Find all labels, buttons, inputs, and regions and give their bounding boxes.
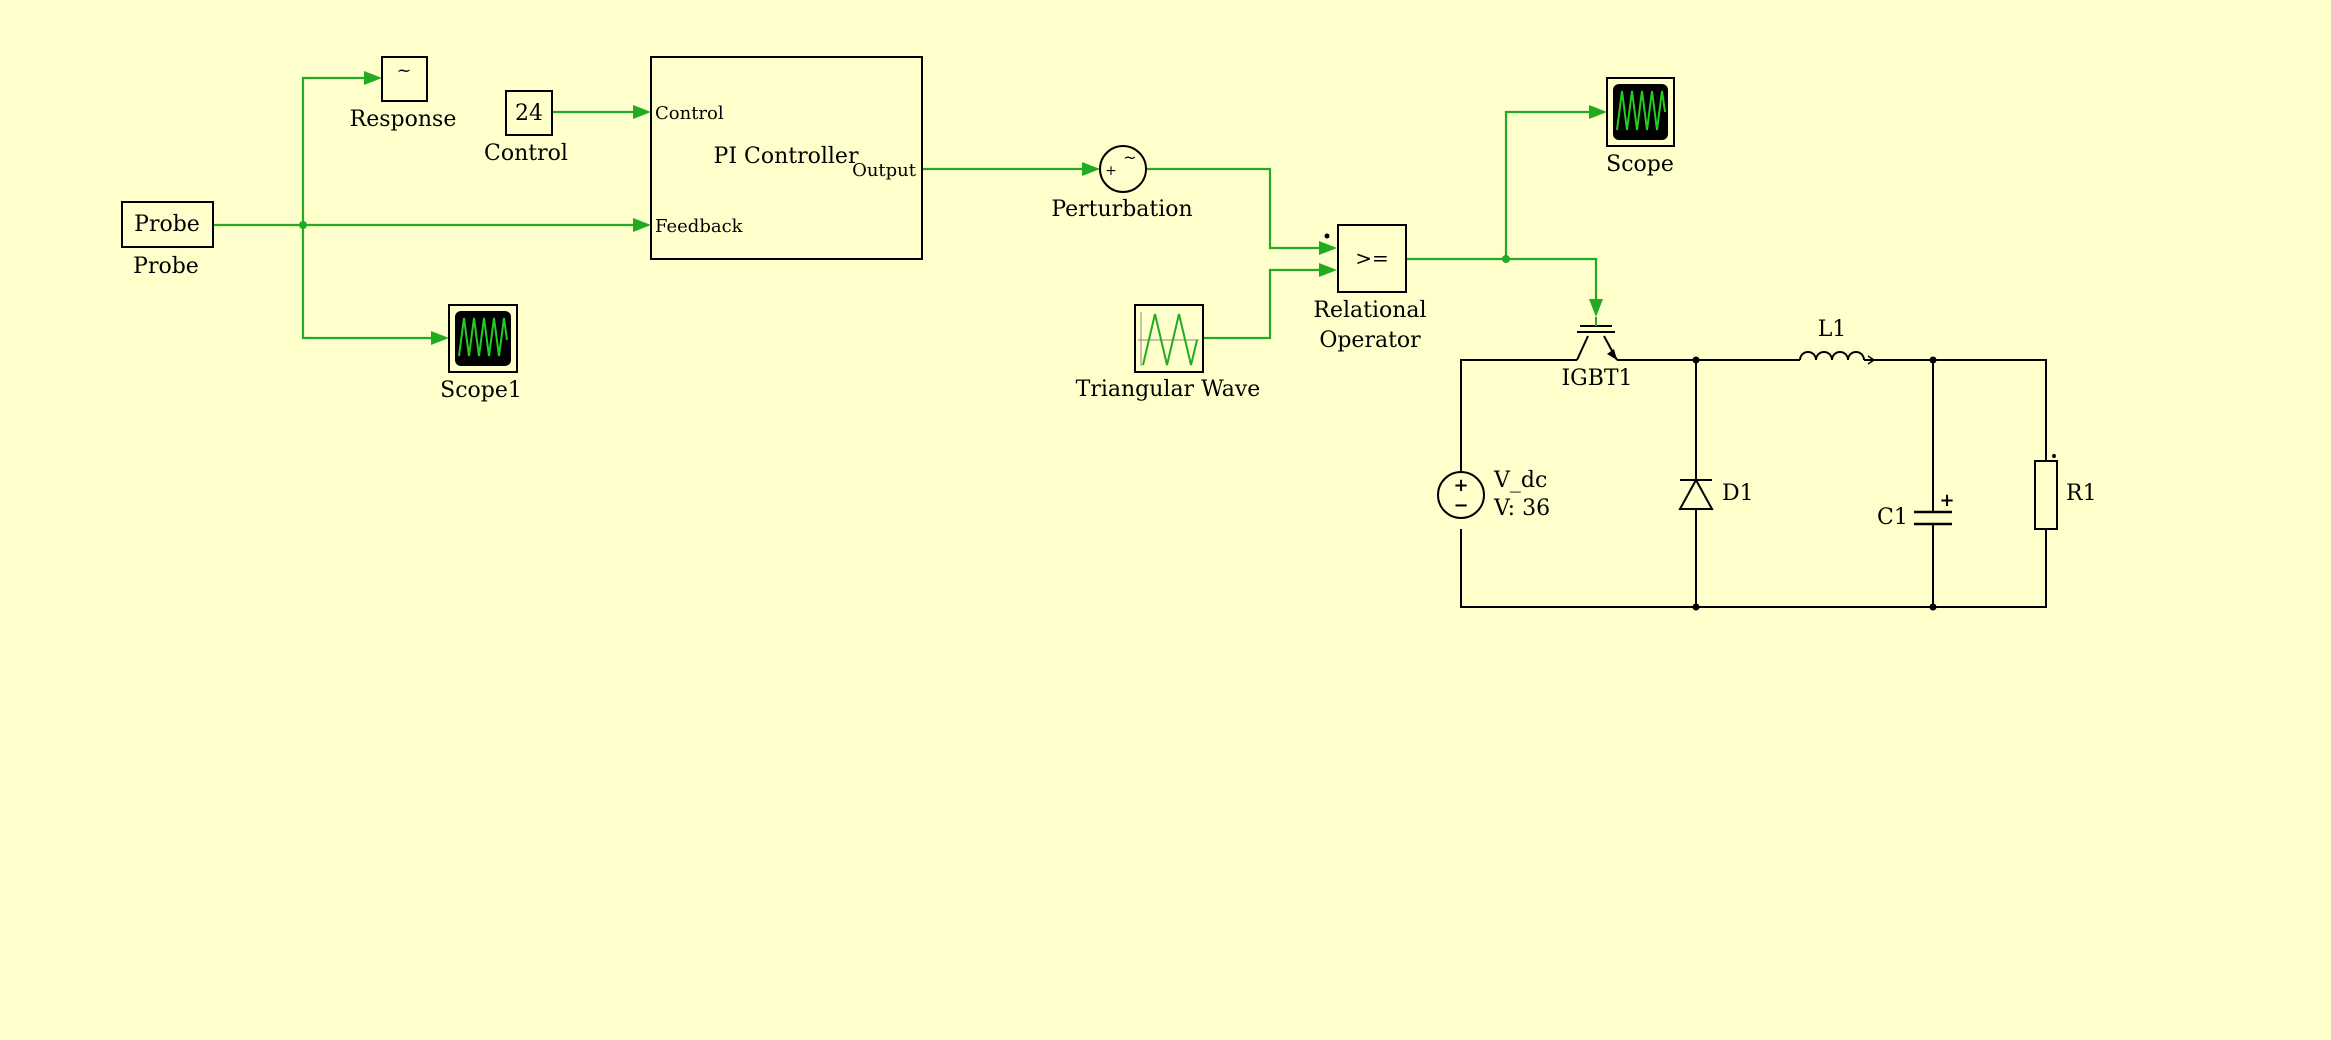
igbt-label: IGBT1 [1561,366,1632,391]
control-constant-value: 24 [515,101,543,126]
wire-perturbation-to-relational[interactable] [1147,167,1325,250]
inductor-component[interactable] [1799,351,1876,365]
wire-junction-relational [1502,255,1510,263]
scope-block[interactable] [1606,77,1675,147]
arrow-to-relational-in2 [1319,263,1337,277]
resistor-component[interactable] [2034,454,2058,530]
junction-diode-top [1692,356,1700,364]
arrow-to-response [364,71,382,85]
perturbation-symbol: ~ [1123,148,1136,167]
probe-block[interactable]: Probe [121,201,214,248]
arrow-to-perturbation [1082,162,1100,176]
inductor-label: L1 [1818,317,1847,342]
triangular-wave-label: Triangular Wave [1076,377,1261,402]
perturbation-block[interactable]: + ~ [1099,145,1147,193]
capacitor-plus-sign: + [1939,490,1954,511]
pi-controller-title: PI Controller [714,144,859,169]
arrow-to-relational-in1 [1319,241,1337,255]
wire-branch-to-scope[interactable] [1504,110,1595,259]
triangular-wave-block[interactable] [1134,304,1204,373]
pi-controller-block[interactable]: PI Controller Control Feedback Output [650,56,923,260]
wire-relational-to-igbt[interactable] [1406,257,1598,305]
perturbation-plus: + [1105,163,1117,179]
diode-component[interactable] [1678,477,1714,510]
pi-port-feedback: Feedback [655,216,744,237]
control-label: Control [484,141,568,166]
response-block[interactable]: ~ [381,56,428,102]
wire-vdc-to-igbt[interactable] [1460,359,1577,472]
pi-port-output: Output [852,160,917,181]
relational-operator-symbol: >= [1355,246,1389,270]
wire-triangle-to-relational[interactable] [1203,268,1325,340]
arrow-to-igbt-gate [1589,299,1603,317]
junction-cap-bottom [1929,603,1937,611]
wire-bottom-rail[interactable] [1460,529,2047,608]
wire-branch-to-response[interactable] [301,76,370,225]
vdc-source-component[interactable]: + − [1437,471,1485,519]
junction-cap-top [1929,356,1937,364]
perturbation-label: Perturbation [1051,197,1192,222]
junction-diode-bottom [1692,603,1700,611]
relational-operator-block[interactable]: >= [1324,224,1407,293]
vdc-value: V: 36 [1493,496,1550,521]
diode-label: D1 [1722,481,1754,506]
arrow-to-feedback-port [633,218,651,232]
arrow-to-scope [1589,105,1607,119]
arrow-to-scope1 [431,331,449,345]
relational-operator-label-2: Operator [1319,328,1421,353]
vdc-minus-sign: − [1453,495,1468,516]
capacitor-component[interactable]: + [1914,490,1955,526]
pi-port-control: Control [655,103,724,124]
control-constant-block[interactable]: 24 [505,90,553,136]
wire-inductor-to-right[interactable] [1868,359,2047,461]
probe-block-text: Probe [134,212,200,237]
wire-junction-probe [299,221,307,229]
probe-label: Probe [133,254,199,279]
power-circuit [1460,356,2047,611]
response-label: Response [350,107,457,132]
capacitor-label: C1 [1877,505,1908,530]
arrow-to-control-port [633,105,651,119]
scope1-block[interactable] [448,304,518,373]
resistor-label: R1 [2066,481,2097,506]
signal-wires [213,71,1607,345]
response-symbol: ~ [396,60,411,81]
vdc-label: V_dc [1493,468,1547,493]
igbt-component[interactable] [1576,317,1618,361]
wire-branch-to-scope1[interactable] [301,225,437,340]
scope-label: Scope [1606,152,1674,177]
vdc-plus-sign: + [1453,475,1468,496]
scope1-label: Scope1 [440,378,522,403]
relational-operator-label-1: Relational [1313,298,1426,323]
